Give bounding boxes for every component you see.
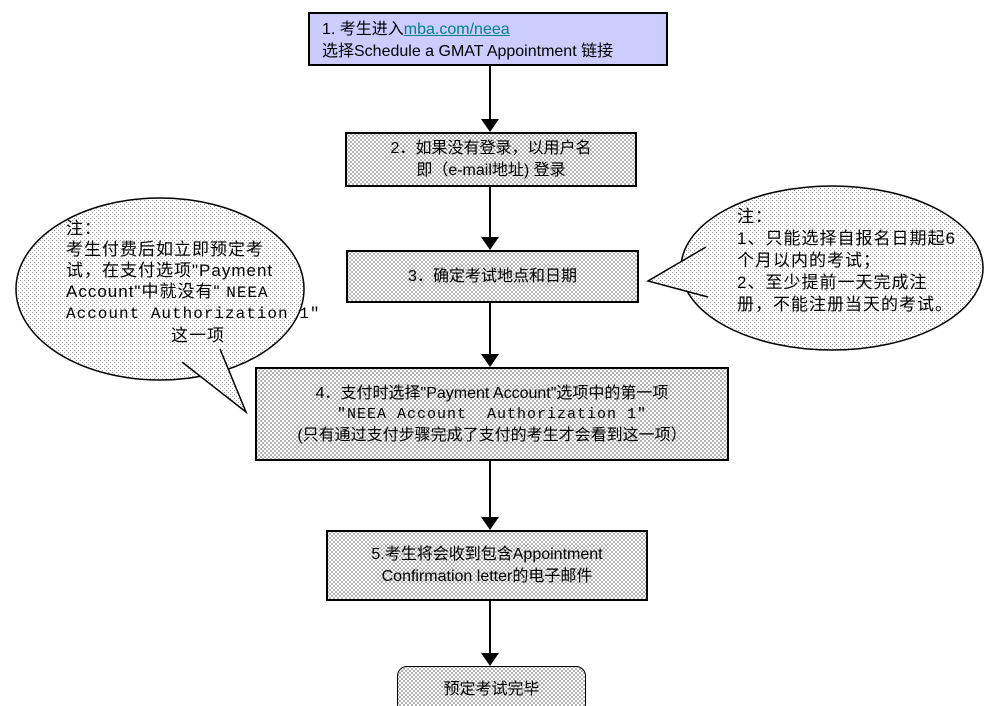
left-note-line4b: NEEA [226,284,269,302]
step4-box: 4．支付时选择"Payment Account"选项中的第一项 "NEEA Ac… [255,367,729,461]
left-note-line3: 试，在支付选项"Payment [66,261,274,280]
right-note-text: 注： 1、只能选择自报名日期起6 个月以内的考试； 2、至少提前一天完成注 册，… [737,206,972,316]
right-note-line1: 注： [737,207,773,226]
step2-box: 2．如果没有登录，以用户名 即（e-mail地址) 登录 [345,132,637,187]
step5-line2: Confirmation letter的电子邮件 [381,567,593,585]
step1-text-prefix: 1. 考生进入 [322,21,404,38]
arrow-shaft [489,187,491,238]
arrow-head-icon [481,119,499,132]
arrow-head-icon [481,517,499,530]
step2-line1: 2．如果没有登录，以用户名 [390,139,592,157]
left-note-line4a: Account"中就没有" [66,282,227,301]
left-note-ellipse [15,197,305,381]
step1-line1: 1. 考生进入mba.com/neea [322,19,666,41]
arrow-shaft [489,461,491,518]
left-note-line5: Account Authorization 1" [66,305,321,323]
arrow-shaft [489,601,491,654]
right-note-line2: 1、只能选择自报名日期起6 [737,229,956,248]
flow-arrow-1 [481,66,499,132]
flow-arrow-2 [481,187,499,250]
arrow-head-icon [481,237,499,250]
arrow-head-icon [481,653,499,666]
right-note-line3: 个月以内的考试； [737,251,881,270]
right-note-line4: 2、至少提前一天完成注 [737,273,928,292]
step1-box: 1. 考生进入mba.com/neea 选择Schedule a GMAT Ap… [308,12,668,66]
arrow-shaft [489,66,491,120]
left-note-line2: 考生付费后如立即预定考 [66,240,264,259]
mba-neea-link[interactable]: mba.com/neea [403,21,510,38]
left-note-line6: 这一项 [171,326,225,345]
right-note-bubble [646,185,984,351]
arrow-shaft [489,303,491,355]
flow-arrow-3 [481,303,499,367]
end-label: 预定考试完毕 [443,681,540,698]
step2-line2: 即（e-mail地址) 登录 [416,161,566,179]
flow-arrow-4 [481,461,499,530]
arrow-head-icon [481,354,499,367]
left-note-line1: 注： [66,219,102,238]
right-note-line5: 册，不能注册当天的考试。 [737,295,953,314]
step5-box: 5.考生将会收到包含Appointment Confirmation lette… [326,530,648,601]
step4-line1: 4．支付时选择"Payment Account"选项中的第一项 [315,384,669,402]
left-note-bubble [15,197,305,415]
flow-arrow-5 [481,601,499,666]
end-box: 预定考试完毕 [397,666,586,706]
step4-line2: "NEEA Account Authorization 1" [336,405,648,423]
step5-line1: 5.考生将会收到包含Appointment [371,545,603,563]
left-note-text: 注： 考生付费后如立即预定考 试，在支付选项"Payment Account"中… [66,218,321,346]
step4-line3: (只有通过支付步骤完成了支付的考生才会看到这一项） [297,426,687,444]
step3-box: 3．确定考试地点和日期 [346,250,639,303]
left-note-tail [182,349,246,412]
step3-line1: 3．确定考试地点和日期 [408,267,577,285]
step1-line2: 选择Schedule a GMAT Appointment 链接 [322,43,614,60]
left-note-line4: Account"中就没有" NEEA [66,281,296,304]
